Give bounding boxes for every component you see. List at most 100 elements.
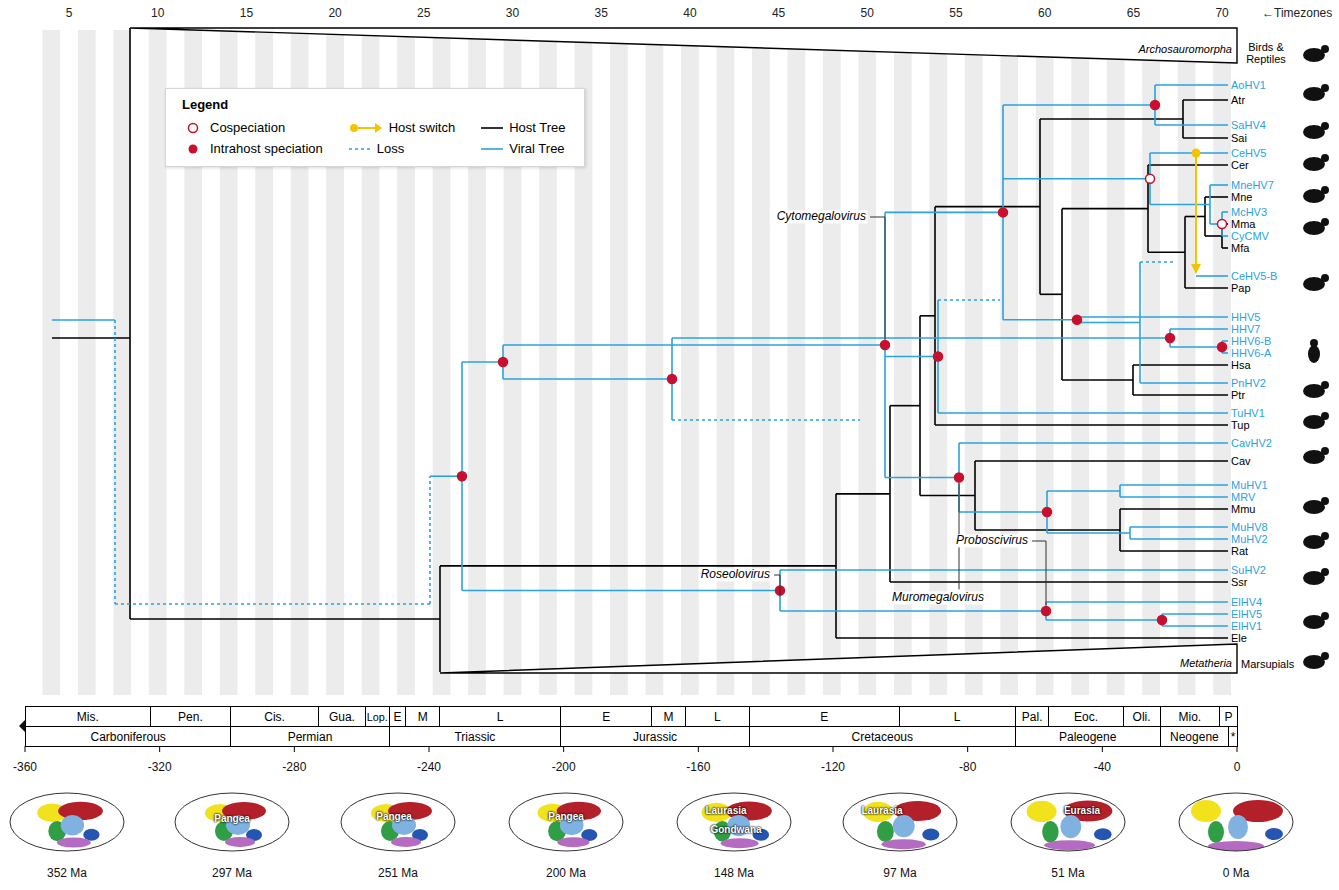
clade-name: Archosauromorpha — [1138, 43, 1232, 55]
time-unit-name: Neogene — [1170, 730, 1219, 744]
continent — [1027, 801, 1057, 822]
continent — [57, 838, 91, 848]
legend-sample — [481, 122, 503, 134]
animal-silhouette — [1303, 45, 1329, 62]
host-branch — [920, 495, 975, 497]
axis-tick-label: -280 — [282, 761, 306, 774]
viral-branch — [1222, 340, 1228, 342]
continent — [1044, 840, 1095, 850]
host-branch — [1182, 100, 1184, 138]
tip-label: SuHV2 — [1231, 564, 1266, 576]
map-label: Pangea — [548, 811, 584, 822]
timezone-number: 45 — [772, 7, 785, 20]
timezone-number: 55 — [949, 7, 962, 20]
viral-branch — [1162, 613, 1228, 615]
clade-name: Cytomegalovirus — [775, 210, 868, 223]
legend-text: Intrahost speciation — [210, 141, 323, 156]
tip-label: MRV — [1231, 491, 1255, 503]
host-branch — [440, 565, 836, 567]
geologic-time-cell: M — [405, 706, 440, 727]
clade-wedge — [440, 644, 1237, 673]
viral-branch — [959, 511, 1047, 513]
continent — [1228, 815, 1248, 839]
clade-group-label: Marsupials — [1241, 658, 1294, 670]
viral-branch — [1077, 322, 1140, 324]
timezone-number: 20 — [328, 7, 341, 20]
axis-tick-label: -200 — [552, 761, 576, 774]
geologic-time-cell: Mis. — [25, 706, 151, 727]
viral-branch — [1209, 185, 1211, 224]
animal-silhouette — [1308, 339, 1320, 363]
tip-label: MuHV1 — [1231, 479, 1268, 491]
legend-item: Loss — [349, 141, 455, 156]
legend-title: Legend — [182, 97, 566, 112]
intrahost-speciation-marker — [1158, 616, 1167, 625]
tip-label: Rat — [1231, 545, 1248, 557]
time-unit-name: Eoc. — [1074, 710, 1098, 724]
continent — [61, 815, 84, 836]
geologic-time-cell: Oli. — [1123, 706, 1161, 727]
time-unit-name: Cis. — [264, 710, 285, 724]
host-branch — [1061, 209, 1063, 380]
intrahost-speciation-marker — [881, 340, 890, 349]
timezone-number: 65 — [1127, 7, 1140, 20]
tip-label: ElHV1 — [1231, 620, 1262, 632]
legend-item: Host switch — [349, 120, 455, 135]
legend-sample — [349, 122, 383, 134]
viral-branch — [1046, 619, 1162, 621]
intrahost-speciation-marker — [1218, 343, 1227, 352]
stripe — [1107, 30, 1125, 695]
geologic-time-cell: Paleogene — [1015, 726, 1161, 747]
tip-label: Cer — [1231, 159, 1249, 171]
geologic-time-cell: Jurassic — [560, 726, 750, 747]
host-switch — [1191, 149, 1201, 275]
loss-branch — [429, 476, 431, 604]
paleo-map — [10, 793, 124, 851]
tip-label: Tup — [1231, 419, 1250, 431]
viral-branch — [1047, 490, 1120, 492]
stripe — [717, 30, 735, 695]
axis-tick-label: -120 — [821, 761, 845, 774]
continent — [1060, 815, 1081, 838]
geologic-time-cell: L — [439, 706, 561, 727]
clade-group-label: Birds & Reptiles — [1240, 41, 1292, 65]
legend-box: LegendCospeciationHost switchHost TreeIn… — [165, 88, 585, 167]
host-branch — [1132, 365, 1134, 395]
host-branch — [1222, 247, 1228, 249]
time-unit-name: Oli. — [1133, 710, 1151, 724]
host-branch — [836, 493, 890, 495]
intrahost-speciation-marker — [499, 357, 508, 366]
animal-icons — [1303, 45, 1329, 669]
tip-label: Atr — [1231, 94, 1245, 106]
host-switch-arrowhead — [1191, 264, 1201, 274]
host-branch — [920, 315, 935, 317]
tip-label: CeHV5 — [1231, 147, 1266, 159]
paleo-map — [843, 793, 957, 851]
viral-branch — [1139, 262, 1141, 383]
tip-label: ElHV5 — [1231, 608, 1262, 620]
geologic-time-cell: E — [389, 706, 407, 727]
viral-branch — [1046, 601, 1228, 603]
stripe — [1036, 30, 1054, 695]
host-branch — [975, 460, 1228, 462]
time-unit-name: Triassic — [454, 730, 495, 744]
host-branch — [130, 618, 440, 620]
intrahost-speciation-marker — [999, 208, 1008, 217]
time-unit-name: Permian — [288, 730, 333, 744]
time-unit-name: Pal. — [1022, 710, 1043, 724]
tip-label: HHV6-A — [1231, 347, 1271, 359]
geologic-time-cell: Pal. — [1015, 706, 1050, 727]
time-unit-name: L — [497, 710, 504, 724]
time-unit-name: M — [418, 710, 428, 724]
continent — [1191, 800, 1221, 822]
timezone-number: 50 — [861, 7, 874, 20]
host-branch — [1062, 208, 1148, 210]
host-branch — [1148, 251, 1185, 253]
stripe — [1000, 30, 1018, 695]
host-branch — [935, 206, 1040, 208]
tip-label: Ele — [1231, 632, 1247, 644]
host-branch — [919, 316, 921, 496]
time-unit-name: E — [602, 710, 610, 724]
map-age: 0 Ma — [1223, 867, 1250, 880]
cospeciation-marker — [1146, 174, 1155, 183]
